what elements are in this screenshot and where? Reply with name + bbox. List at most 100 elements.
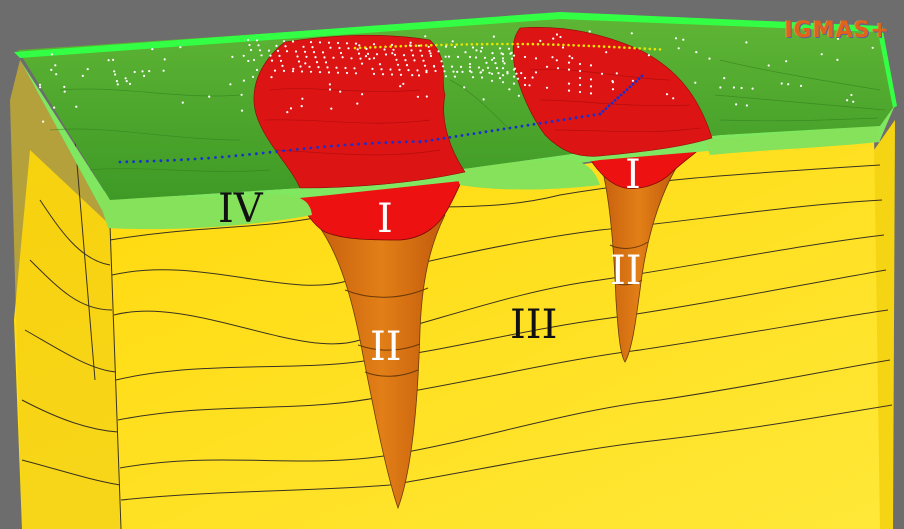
station-point xyxy=(534,57,538,60)
station-point xyxy=(534,71,538,74)
station-point xyxy=(315,61,319,64)
station-point xyxy=(677,47,680,50)
blue-profile-point xyxy=(544,121,548,124)
station-point xyxy=(589,64,593,67)
station-point xyxy=(501,67,505,70)
surface-outcrop-left-I[interactable] xyxy=(253,34,466,189)
yellow-profile-point xyxy=(369,46,372,49)
station-point xyxy=(453,45,457,49)
station-point xyxy=(338,46,341,50)
station-point xyxy=(490,72,494,75)
station-point xyxy=(425,71,428,74)
station-point xyxy=(820,53,823,56)
station-point xyxy=(578,90,582,94)
station-point xyxy=(578,83,582,87)
station-point xyxy=(300,70,304,73)
station-point xyxy=(151,48,154,51)
blue-profile-point xyxy=(132,160,136,164)
station-point xyxy=(468,66,472,69)
station-point xyxy=(480,46,484,49)
station-point xyxy=(732,86,736,89)
yellow-profile-point xyxy=(491,42,494,46)
station-point xyxy=(571,57,574,60)
station-point xyxy=(490,79,494,82)
station-point xyxy=(339,90,342,93)
station-point xyxy=(329,46,332,49)
station-point xyxy=(358,44,361,47)
yellow-profile-point xyxy=(480,42,484,46)
station-point xyxy=(54,64,57,67)
station-point xyxy=(479,71,483,74)
unit-label-II-left: II xyxy=(370,324,402,370)
station-point xyxy=(494,62,497,65)
station-point xyxy=(459,65,463,68)
blue-profile-point xyxy=(234,154,238,158)
station-point xyxy=(402,54,406,57)
station-point xyxy=(417,44,421,47)
blue-profile-point xyxy=(139,160,142,163)
station-point xyxy=(282,69,286,72)
yellow-profile-point xyxy=(592,44,596,48)
blue-profile-point xyxy=(484,130,488,134)
yellow-profile-point xyxy=(521,42,525,46)
station-point xyxy=(588,30,591,33)
station-point xyxy=(429,52,432,55)
station-point xyxy=(517,45,520,49)
station-point xyxy=(461,70,464,73)
blue-profile-point xyxy=(330,144,333,148)
station-point xyxy=(341,56,344,59)
station-point xyxy=(328,88,332,91)
station-point xyxy=(423,64,427,67)
station-point xyxy=(451,40,454,43)
station-point xyxy=(392,48,395,51)
blue-profile-point xyxy=(289,148,292,152)
station-point xyxy=(515,72,518,75)
profile-line-blue xyxy=(118,74,644,164)
station-point xyxy=(498,47,502,50)
station-point xyxy=(300,105,303,108)
station-point xyxy=(523,55,527,59)
station-point xyxy=(336,71,340,74)
station-point xyxy=(799,84,803,87)
station-point xyxy=(589,92,593,95)
blue-profile-point xyxy=(316,146,320,149)
surface-mid-green-wedge xyxy=(455,159,600,190)
station-point xyxy=(413,59,416,62)
station-point xyxy=(483,56,487,59)
station-point xyxy=(63,90,66,93)
blue-profile-point xyxy=(622,90,626,94)
station-point xyxy=(510,57,514,60)
basin-left-layer-II xyxy=(317,214,446,510)
station-point xyxy=(162,69,165,72)
station-point xyxy=(390,43,394,46)
surface-outcrop-right-I[interactable] xyxy=(512,27,713,157)
yellow-profile-point xyxy=(526,42,530,46)
blue-profile-point xyxy=(227,155,231,158)
station-point xyxy=(114,73,117,76)
yellow-profile-point xyxy=(506,42,509,46)
station-point xyxy=(39,86,42,89)
station-point xyxy=(356,102,359,105)
station-point xyxy=(279,59,283,63)
blue-profile-point xyxy=(405,140,408,144)
station-point xyxy=(339,51,343,55)
station-point xyxy=(278,54,281,58)
station-point xyxy=(242,54,245,57)
station-point xyxy=(723,77,726,80)
station-point xyxy=(471,46,475,49)
station-point xyxy=(312,51,316,54)
station-point xyxy=(354,72,358,75)
station-point xyxy=(427,45,430,48)
station-point xyxy=(255,39,259,42)
top-surface[interactable] xyxy=(18,14,895,200)
station-point xyxy=(507,47,511,50)
station-point xyxy=(393,53,397,56)
station-point xyxy=(647,54,651,57)
blue-profile-point xyxy=(448,135,452,139)
gravity-stations[interactable] xyxy=(38,30,874,123)
station-point xyxy=(444,55,447,58)
station-point xyxy=(567,89,571,92)
station-point xyxy=(42,120,45,123)
